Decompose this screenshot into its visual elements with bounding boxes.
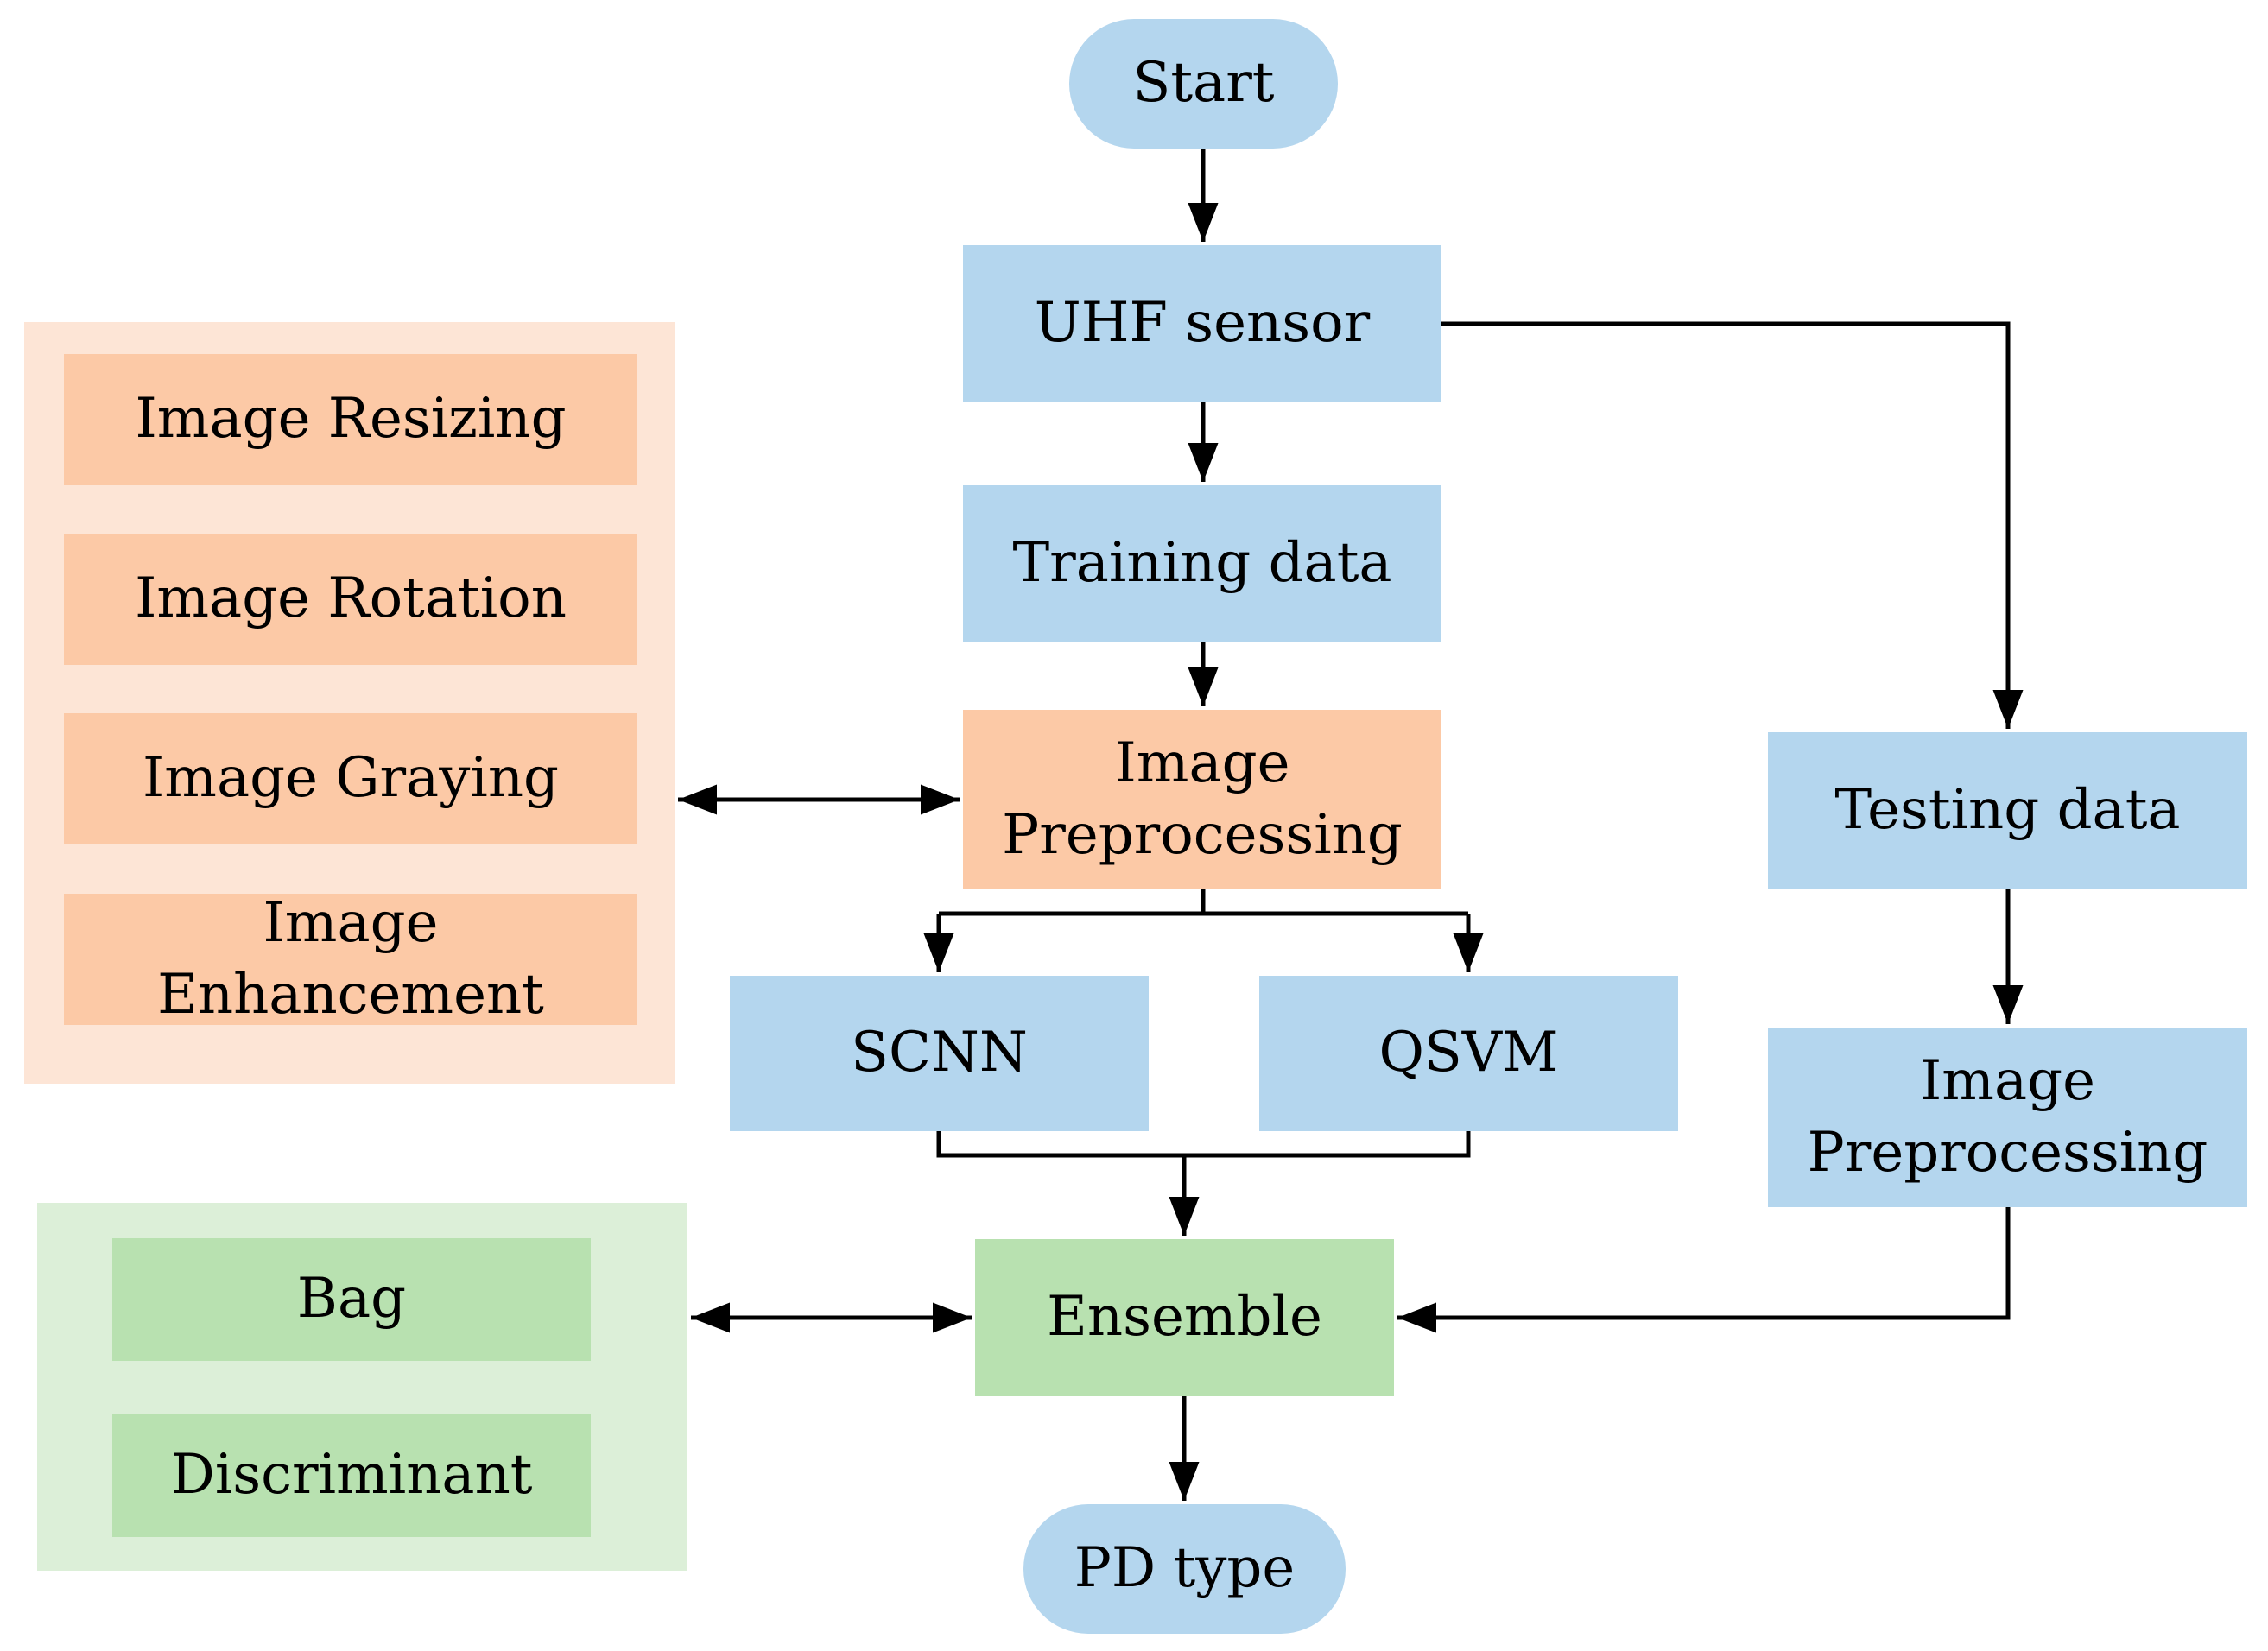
method-bag: Bag	[112, 1238, 591, 1361]
training-data-node: Training data	[963, 485, 1441, 642]
join-scnn-qsvm	[936, 1131, 1471, 1158]
arrow-uhf-to-testing	[1441, 321, 2024, 729]
image-preprocessing-node: Image Preprocessing	[963, 710, 1441, 889]
step-image-graying: Image Graying	[64, 713, 637, 844]
step-image-resizing: Image Resizing	[64, 354, 637, 485]
testing-data-node: Testing data	[1768, 732, 2247, 889]
step-image-rotation: Image Rotation	[64, 534, 637, 665]
start-node: Start	[1069, 19, 1338, 149]
method-discriminant: Discriminant	[112, 1414, 591, 1537]
scnn-node: SCNN	[730, 976, 1149, 1131]
arrow-test-preprocessing-to-ensemble	[1397, 1207, 2011, 1333]
uhf-sensor-node: UHF sensor	[963, 245, 1441, 402]
pd-type-node: PD type	[1023, 1504, 1346, 1634]
image-preprocessing-test-node: Image Preprocessing	[1768, 1028, 2247, 1207]
qsvm-node: QSVM	[1259, 976, 1678, 1131]
ensemble-node: Ensemble	[975, 1239, 1394, 1396]
step-image-enhancement: Image Enhancement	[64, 891, 637, 1027]
